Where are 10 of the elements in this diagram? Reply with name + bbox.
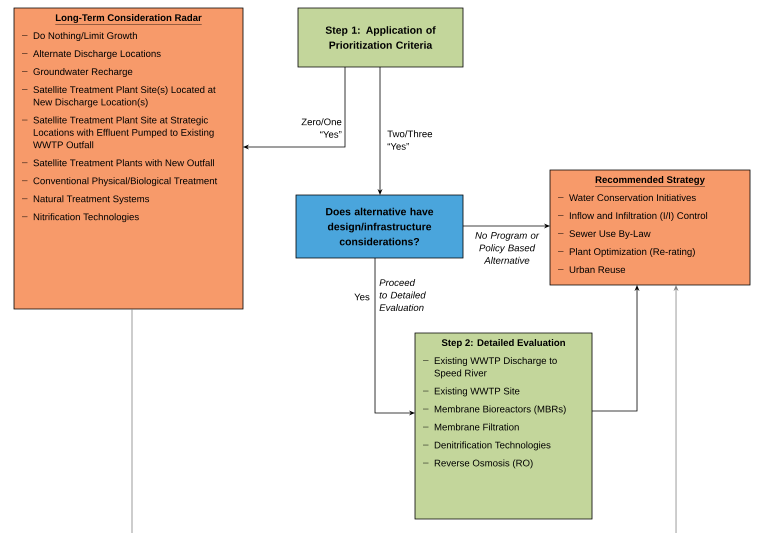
list-box: Long-Term Consideration Radar Do Nothing/Limit Growth Alternate Discharge Locations Groundwater Recharge Satellite Treatment Plant Site(s) Located at New Discharge Location(s) Satellite Treatment Plant Site at Strategic Locations with Effluent Pumped to Existing WWTP Outfall Satellite Treatment Plants with New Outfall Conventional Physical/Biological Treatment Natural Treatment Systems Nitrification Technologies bbox=[14, 8, 244, 310]
decision-box: Does alternative have design/infrastructure considerations? bbox=[296, 194, 464, 258]
note-text: Proceed to Detailed Evaluation bbox=[380, 279, 426, 312]
list-box: Recommended Strategy Water Conservation Initiatives Inflow and Infiltration (I/I) Control Sewer Use By-Law Plant Optimization (Re-rating) Urban Reuse bbox=[550, 170, 750, 286]
edge-label: Two/Three “Yes” bbox=[387, 130, 432, 150]
edge-label: No Program or Policy Based Alternative bbox=[475, 232, 540, 264]
list-box: Step 2: Detailed Evaluation Existing WWTP Discharge to Speed River Existing WWTP Site Membrane Bioreactors (MBRs) Membrane Filtration Denitrification Technologies Reverse Osmosis (RO) bbox=[414, 332, 592, 520]
process-box: Step 1: Application of Prioritization Criteria bbox=[298, 8, 464, 68]
edge-label: Zero/One “Yes” bbox=[302, 118, 342, 138]
edge-label: Yes bbox=[354, 294, 370, 300]
